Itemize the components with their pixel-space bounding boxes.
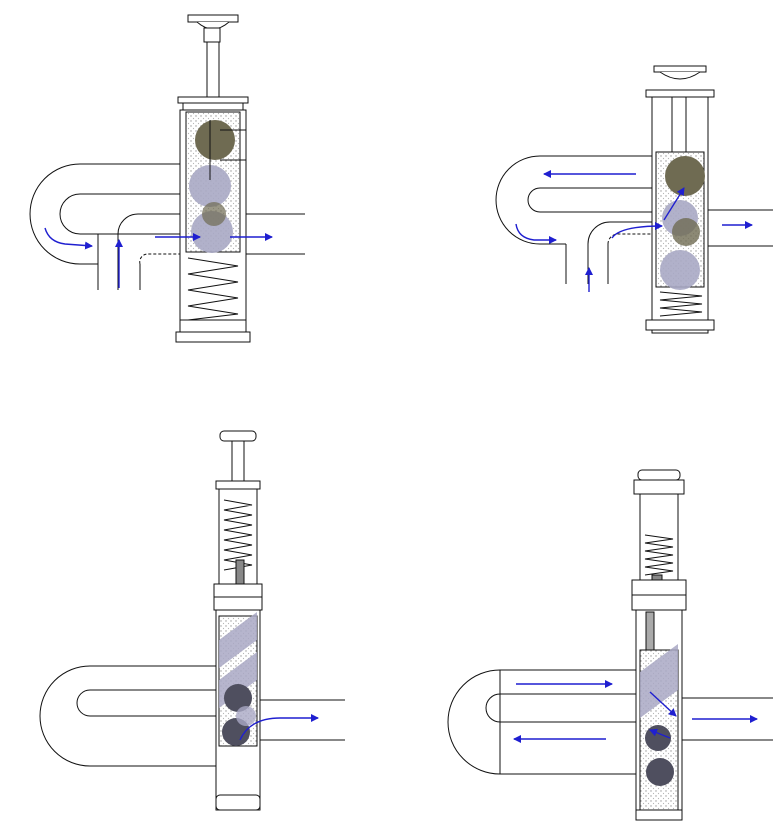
panel-1-arrows: [44, 227, 273, 288]
u-pipe: [447, 669, 636, 775]
ball-stack: [222, 684, 256, 746]
spring: [223, 499, 253, 571]
panel-4-arrows: [513, 680, 758, 743]
valve-cap: [645, 89, 715, 98]
panel-3: [39, 430, 345, 811]
ball-stack: [645, 725, 674, 786]
outlet-pipe: [246, 213, 305, 255]
u-pipe: [39, 665, 216, 767]
plunger-handle: [219, 430, 257, 482]
outlet-pipe: [260, 699, 345, 741]
spring: [659, 291, 703, 317]
valve-cap: [215, 480, 261, 490]
plunger-handle: [187, 14, 239, 98]
plunger-handle: [633, 469, 685, 581]
plunger-handle: [653, 65, 707, 80]
spring: [644, 534, 674, 576]
valve-cap: [177, 96, 249, 104]
panel-4: [447, 469, 773, 821]
ball-stack: [660, 156, 705, 290]
panel-1: [29, 14, 305, 343]
panel-2-arrows: [515, 170, 753, 292]
u-pipe: [29, 163, 180, 265]
outlet-pipe: [708, 209, 773, 247]
spring: [187, 257, 239, 321]
ball-stack: [189, 120, 235, 253]
u-pipe: [495, 155, 652, 245]
panel-2: [495, 65, 773, 334]
outlet-pipe: [682, 697, 773, 741]
panel-3-arrows: [239, 714, 319, 741]
